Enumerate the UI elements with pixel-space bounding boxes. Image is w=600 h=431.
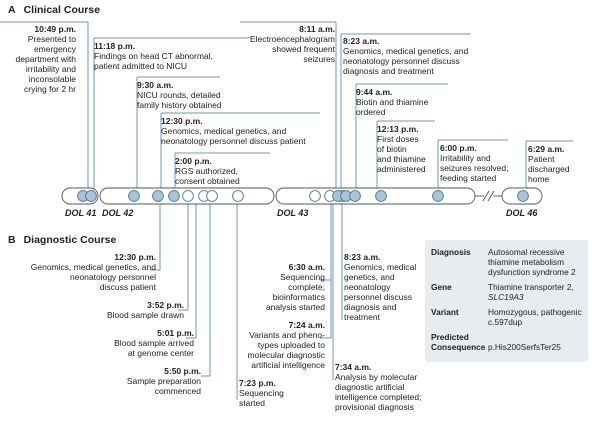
consequence-value: p.His200SerfsTer25 [488,342,561,352]
clinical-leader-8 [355,83,448,190]
dol-46-label: DOL 46 [506,208,538,218]
gene-label: Gene [431,282,452,292]
dol-41-label: DOL 41 [65,208,97,218]
clinical-event-7: 8:23 a.m.Genomics, medical genetics, and… [343,36,469,76]
clinical-leader-4 [160,112,320,190]
diagnostic-event-6: 6:30 a.m.Sequencing complete; bioinforma… [265,262,325,312]
diagnostic-leader-7 [320,202,332,339]
clinical-dot-11 [517,190,529,202]
clinical-leader-2 [93,37,250,190]
clinical-dot-2 [85,190,97,202]
clinical-event-6: 8:11 a.m.Electroencephalogram showed fre… [249,24,335,64]
clinical-event-1: 10:49 p.m.Presented to emergency departm… [15,24,76,94]
clinical-leader-5 [174,152,270,190]
dol-42-label: DOL 42 [102,208,134,218]
clinical-leader-7 [340,33,470,190]
diagnostic-event-5: 7:23 p.m.Sequencing started [239,378,284,408]
clinical-leader-11 [525,140,573,190]
diagnosis-info-box: Diagnosis Autosomal recessive thiamine m… [425,240,588,362]
diagnostic-leader-4 [201,202,211,377]
clinical-event-9: 12:13 p.m.First doses of biotin and thia… [377,124,426,174]
clinical-event-5: 2:00 p.m.RGS authorized, consent obtaine… [175,156,240,186]
leader-lines [0,21,573,400]
section-b-letter: B [8,234,16,246]
diagnostic-dot-5 [309,190,321,202]
clinical-event-2: 11:18 p.m.Findings on head CT abnormal, … [94,41,213,71]
clinical-dot-3 [128,190,140,202]
diagnostic-dot-4 [232,190,244,202]
variant-value: Homozygous, pathogenic c.597dup [488,307,582,327]
clinical-leader-10 [437,139,508,190]
timeline-break [475,190,502,202]
clinical-dot-8 [349,190,361,202]
clinical-dot-5 [168,190,180,202]
clinical-leader-3 [136,76,220,190]
section-a-letter: A [8,4,16,16]
clinical-dot-4 [152,190,164,202]
clinical-event-4: 12:30 p.m.Genomics, medical genetics, an… [161,116,306,146]
diagnostic-dot-1 [182,190,194,202]
clinical-event-3: 9:30 a.m.NICU rounds, detailed family hi… [137,80,222,110]
clinical-leader-6 [240,21,337,190]
diagnostic-leader-3 [186,202,197,339]
gene-symbol: SLC19A3 [488,292,524,302]
diagnostic-leader-2 [178,202,189,311]
timeline-dots [77,190,529,202]
diagnostic-event-8: 7:34 a.m.Analysis by molecular diagnosti… [335,362,422,412]
diagnostic-event-9: 8:23 a.m.Genomics, medical genetics, and… [344,252,417,322]
section-b-title: Diagnostic Course [23,234,117,246]
section-a-title: Clinical Course [23,4,101,16]
gene-value: Thiamine transporter 2,SLC19A3 [488,282,574,302]
clinical-event-10: 6:00 p.m.Irritability and seizures resol… [440,143,509,183]
diagnosis-label: Diagnosis [431,247,471,257]
diagnostic-event-3: 5:01 p.m.Blood sample arrived at genome … [114,328,194,358]
clinical-dot-9 [375,190,387,202]
dol-43-label: DOL 43 [277,208,309,218]
diagnostic-event-1: 12:30 p.m.Genomics, medical genetics, an… [30,252,156,292]
section-b-heading: B Diagnostic Course [8,234,116,246]
diagnostic-dot-3 [206,190,218,202]
consequence-label: Predicted Consequence [431,332,486,352]
variant-label: Variant [431,307,459,317]
clinical-event-8: 9:44 a.m.Biotin and thiamine ordered [356,87,429,117]
diagnostic-event-7: 7:24 a.m.Variants and pheno- types uploa… [247,320,325,370]
diagnostic-event-4: 5:50 p.m.Sample preparation commenced [126,366,201,396]
diagnostic-leader-1 [150,202,161,271]
diagnosis-value: Autosomal recessive thiamine metabolism … [488,247,576,277]
diagnostic-event-2: 3:52 p.m.Blood sample drawn [106,300,184,320]
clinical-event-11: 6:29 a.m.Patient discharged home [528,144,570,184]
clinical-leader-9 [376,120,435,190]
section-a-heading: A Clinical Course [8,4,100,16]
clinical-leader-1 [0,21,89,190]
clinical-dot-10 [432,190,444,202]
